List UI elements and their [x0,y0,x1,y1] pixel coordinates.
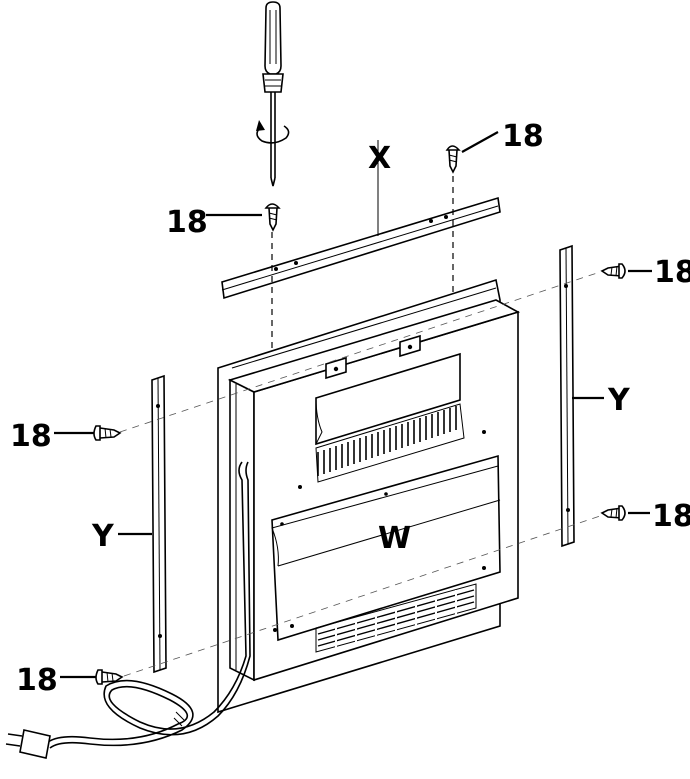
label-trim-left: Y [91,519,115,554]
label-rail-x: X [368,141,391,176]
screw-right-bottom [600,505,626,521]
screw-top-right [445,145,461,174]
label-screw-left-bottom: 18 [16,663,58,698]
label-screw-top-left: 18 [166,205,208,240]
screw-left-top [93,425,122,441]
label-screw-right-top: 18 [654,255,690,290]
label-screw-left-top: 18 [10,419,52,454]
top-rail-x [221,140,501,300]
label-screw-top-right: 18 [502,119,544,154]
label-heater-w: W [378,521,411,556]
right-trim-y [559,244,575,548]
label-screw-right-bottom: 18 [652,499,690,534]
screwdriver [256,1,290,187]
label-trim-right: Y [607,383,631,418]
power-cord [5,461,251,759]
screw-top-left [264,203,281,232]
heater-body-w [217,278,521,714]
left-trim-y [151,374,167,674]
screw-right-top [600,263,626,279]
screw-left-bottom [95,669,124,685]
